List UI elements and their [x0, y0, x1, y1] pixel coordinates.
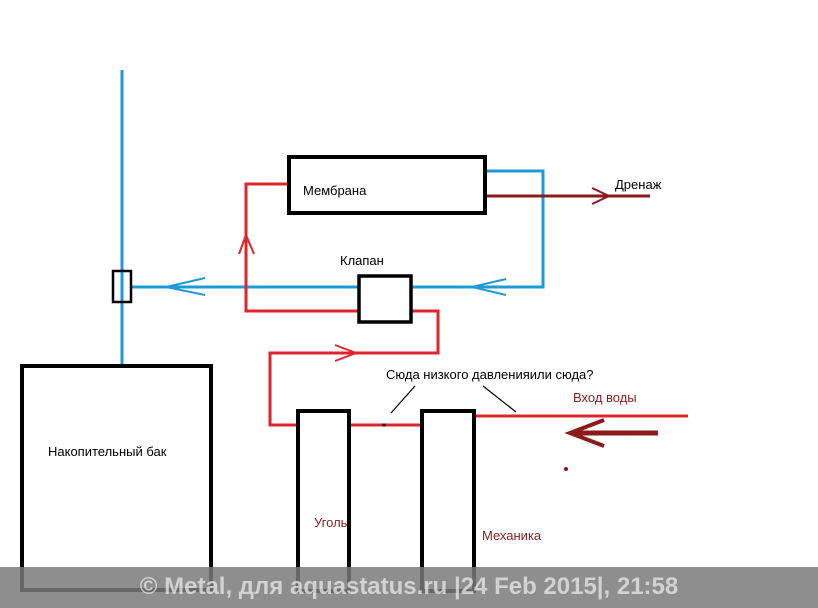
carbon-filter: [296, 409, 351, 593]
water-inlet-arrow-head: [564, 418, 605, 448]
blue-arrow-left-upper: [165, 277, 206, 296]
carbon-filter-label: Уголь: [314, 515, 348, 530]
storage-tank-label: Накопительный бак: [48, 444, 167, 459]
blue-arrow-left-right: [471, 278, 507, 296]
membrane-label: Мембрана: [303, 183, 367, 198]
mechanical-filter: [420, 409, 476, 593]
red-pipe-valve-to-membrane: [244, 182, 359, 313]
question-pointer-right: [482, 385, 517, 413]
question-pointer-left: [390, 385, 416, 414]
valve-box: [357, 274, 413, 324]
blue-pipes: [120, 70, 545, 366]
dark-red-pipes: [485, 187, 658, 471]
mechanical-filter-label: Механика: [482, 528, 542, 543]
red-pipes: [238, 182, 688, 427]
storage-tank: [20, 364, 213, 592]
drain-arrow: [591, 187, 612, 205]
junction-dot: [382, 423, 386, 427]
drain-label: Дренаж: [615, 177, 662, 192]
red-arrow-up: [238, 232, 255, 255]
stray-dot: [564, 467, 568, 471]
question-label: Сюда низкого давленияили сюда?: [386, 367, 594, 382]
valve-label: Клапан: [340, 253, 384, 268]
watermark-band: [0, 567, 818, 608]
water-inlet-label: Вход воды: [573, 390, 637, 405]
watermark-text: © Metal, для aquastatus.ru |24 Feb 2015|…: [140, 573, 678, 600]
blue-pipe-membrane-to-valve: [411, 169, 545, 289]
red-arrow-right: [334, 344, 359, 362]
tee-fitting: [111, 269, 133, 304]
membrane-housing: [287, 155, 487, 215]
